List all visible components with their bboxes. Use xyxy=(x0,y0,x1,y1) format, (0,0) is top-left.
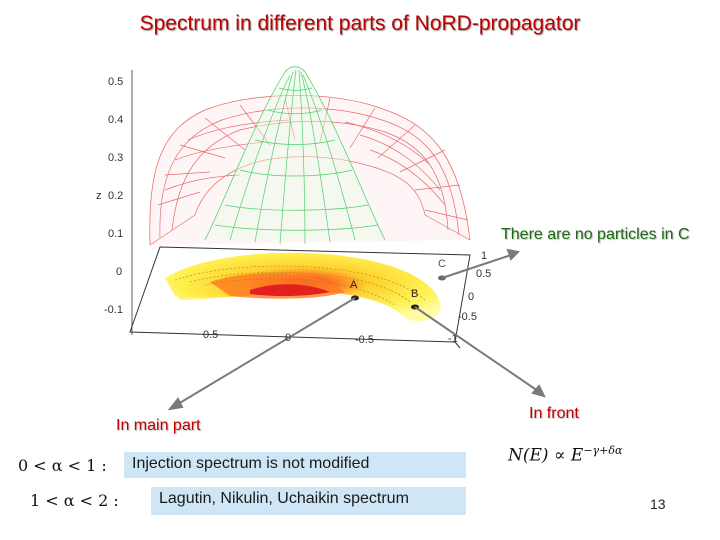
slide-number: 13 xyxy=(650,496,666,512)
point-label-c: C xyxy=(438,258,446,270)
right-tick: -0.5 xyxy=(458,311,477,323)
main-part-label: In main part xyxy=(116,417,201,434)
front-label: In front xyxy=(529,405,579,422)
z-tick: 0.3 xyxy=(108,152,124,164)
front-tick: 0 xyxy=(285,332,292,344)
z-tick: 0.1 xyxy=(108,228,124,240)
red-mesh-ring xyxy=(149,95,471,246)
condition-1-lhs: 0 < α < 1 : xyxy=(18,456,107,475)
heatmap-disc xyxy=(165,252,441,322)
front-tick: -0.5 xyxy=(355,334,374,346)
annotation-arrows xyxy=(167,248,546,411)
condition-2-lhs: 1 < α < 2 : xyxy=(30,491,119,510)
no-particles-label: There are no particles in C xyxy=(501,226,690,243)
formula-relation: ∝ xyxy=(553,445,566,466)
point-label-a: A xyxy=(350,279,358,291)
green-mesh-peak xyxy=(204,66,386,245)
z-tick: 0.2 xyxy=(108,190,124,202)
z-tick: 0.5 xyxy=(108,76,124,88)
condition-1-box: Injection spectrum is not modified xyxy=(124,452,466,478)
right-tick: 0.5 xyxy=(476,268,492,280)
formula-base: E xyxy=(570,445,584,466)
spectrum-formula: N(E) ∝ E−γ+δα xyxy=(508,444,622,466)
right-tick: 1 xyxy=(481,250,488,262)
formula-lhs: N(E) xyxy=(508,445,549,466)
z-tick: 0 xyxy=(116,266,123,278)
right-tick: 0 xyxy=(468,291,475,303)
z-tick: -0.1 xyxy=(104,304,123,316)
right-tick: -1 xyxy=(448,333,458,345)
condition-2-box: Lagutin, Nikulin, Uchaikin spectrum xyxy=(151,487,466,515)
formula-exponent: −γ+δα xyxy=(583,444,623,457)
z-axis-label: z xyxy=(96,190,102,202)
z-tick: 0.4 xyxy=(108,114,124,126)
front-tick: 0.5 xyxy=(203,329,219,341)
slide-title: Spectrum in different parts of NoRD-prop… xyxy=(139,12,581,35)
point-label-b: B xyxy=(411,288,419,300)
plot-floor xyxy=(129,246,471,349)
